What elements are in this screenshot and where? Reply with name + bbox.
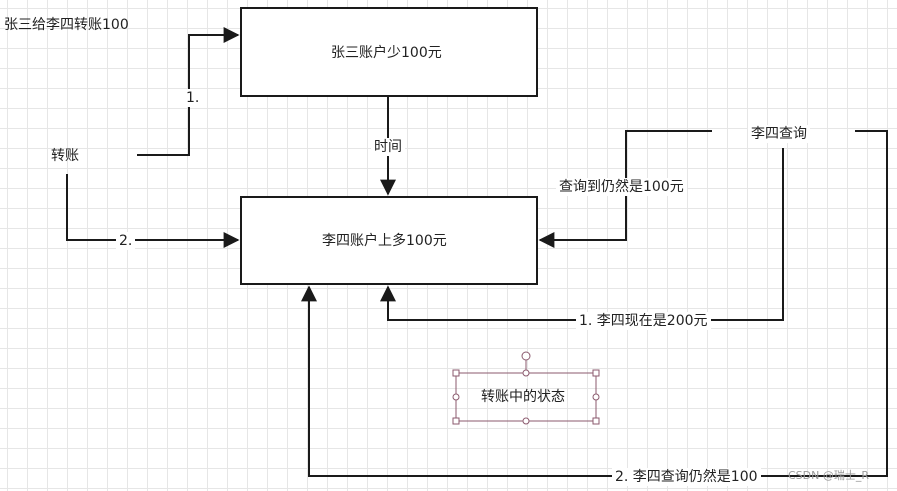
selected-text-element[interactable]: 转账中的状态 (481, 389, 565, 405)
query-label: 李四查询 (748, 125, 810, 143)
box-zhangsan-label: 张三账户少100元 (331, 45, 442, 61)
arrow-transfer-step2 (66, 174, 240, 248)
resize-handle (592, 369, 600, 377)
resize-handle (452, 369, 460, 377)
now-200-label: 1. 李四现在是200元 (576, 312, 711, 330)
step2-label: 2. (116, 232, 136, 250)
query-still-100-label: 2. 李四查询仍然是100 (612, 468, 761, 486)
box-lisi-label: 李四账户上多100元 (322, 233, 447, 249)
query-result-label: 查询到仍然是100元 (556, 178, 687, 196)
resize-handle (522, 369, 530, 377)
account-box-zhangsan (240, 7, 538, 97)
diagram-title: 张三给李四转账100 (4, 17, 129, 33)
step1-label: 1. (183, 89, 203, 107)
arrow-query-still-100 (301, 130, 888, 477)
resize-handle (452, 393, 460, 401)
resize-handle (592, 417, 600, 425)
account-box-lisi (240, 196, 538, 285)
time-label: 时间 (371, 138, 405, 156)
rotate-handle (521, 351, 531, 361)
resize-handle (452, 417, 460, 425)
transfer-label: 转账 (51, 148, 79, 164)
resize-handle (522, 417, 530, 425)
selection-frame (452, 351, 600, 425)
watermark: CSDN @瑞士_R (788, 469, 870, 482)
resize-handle (592, 393, 600, 401)
